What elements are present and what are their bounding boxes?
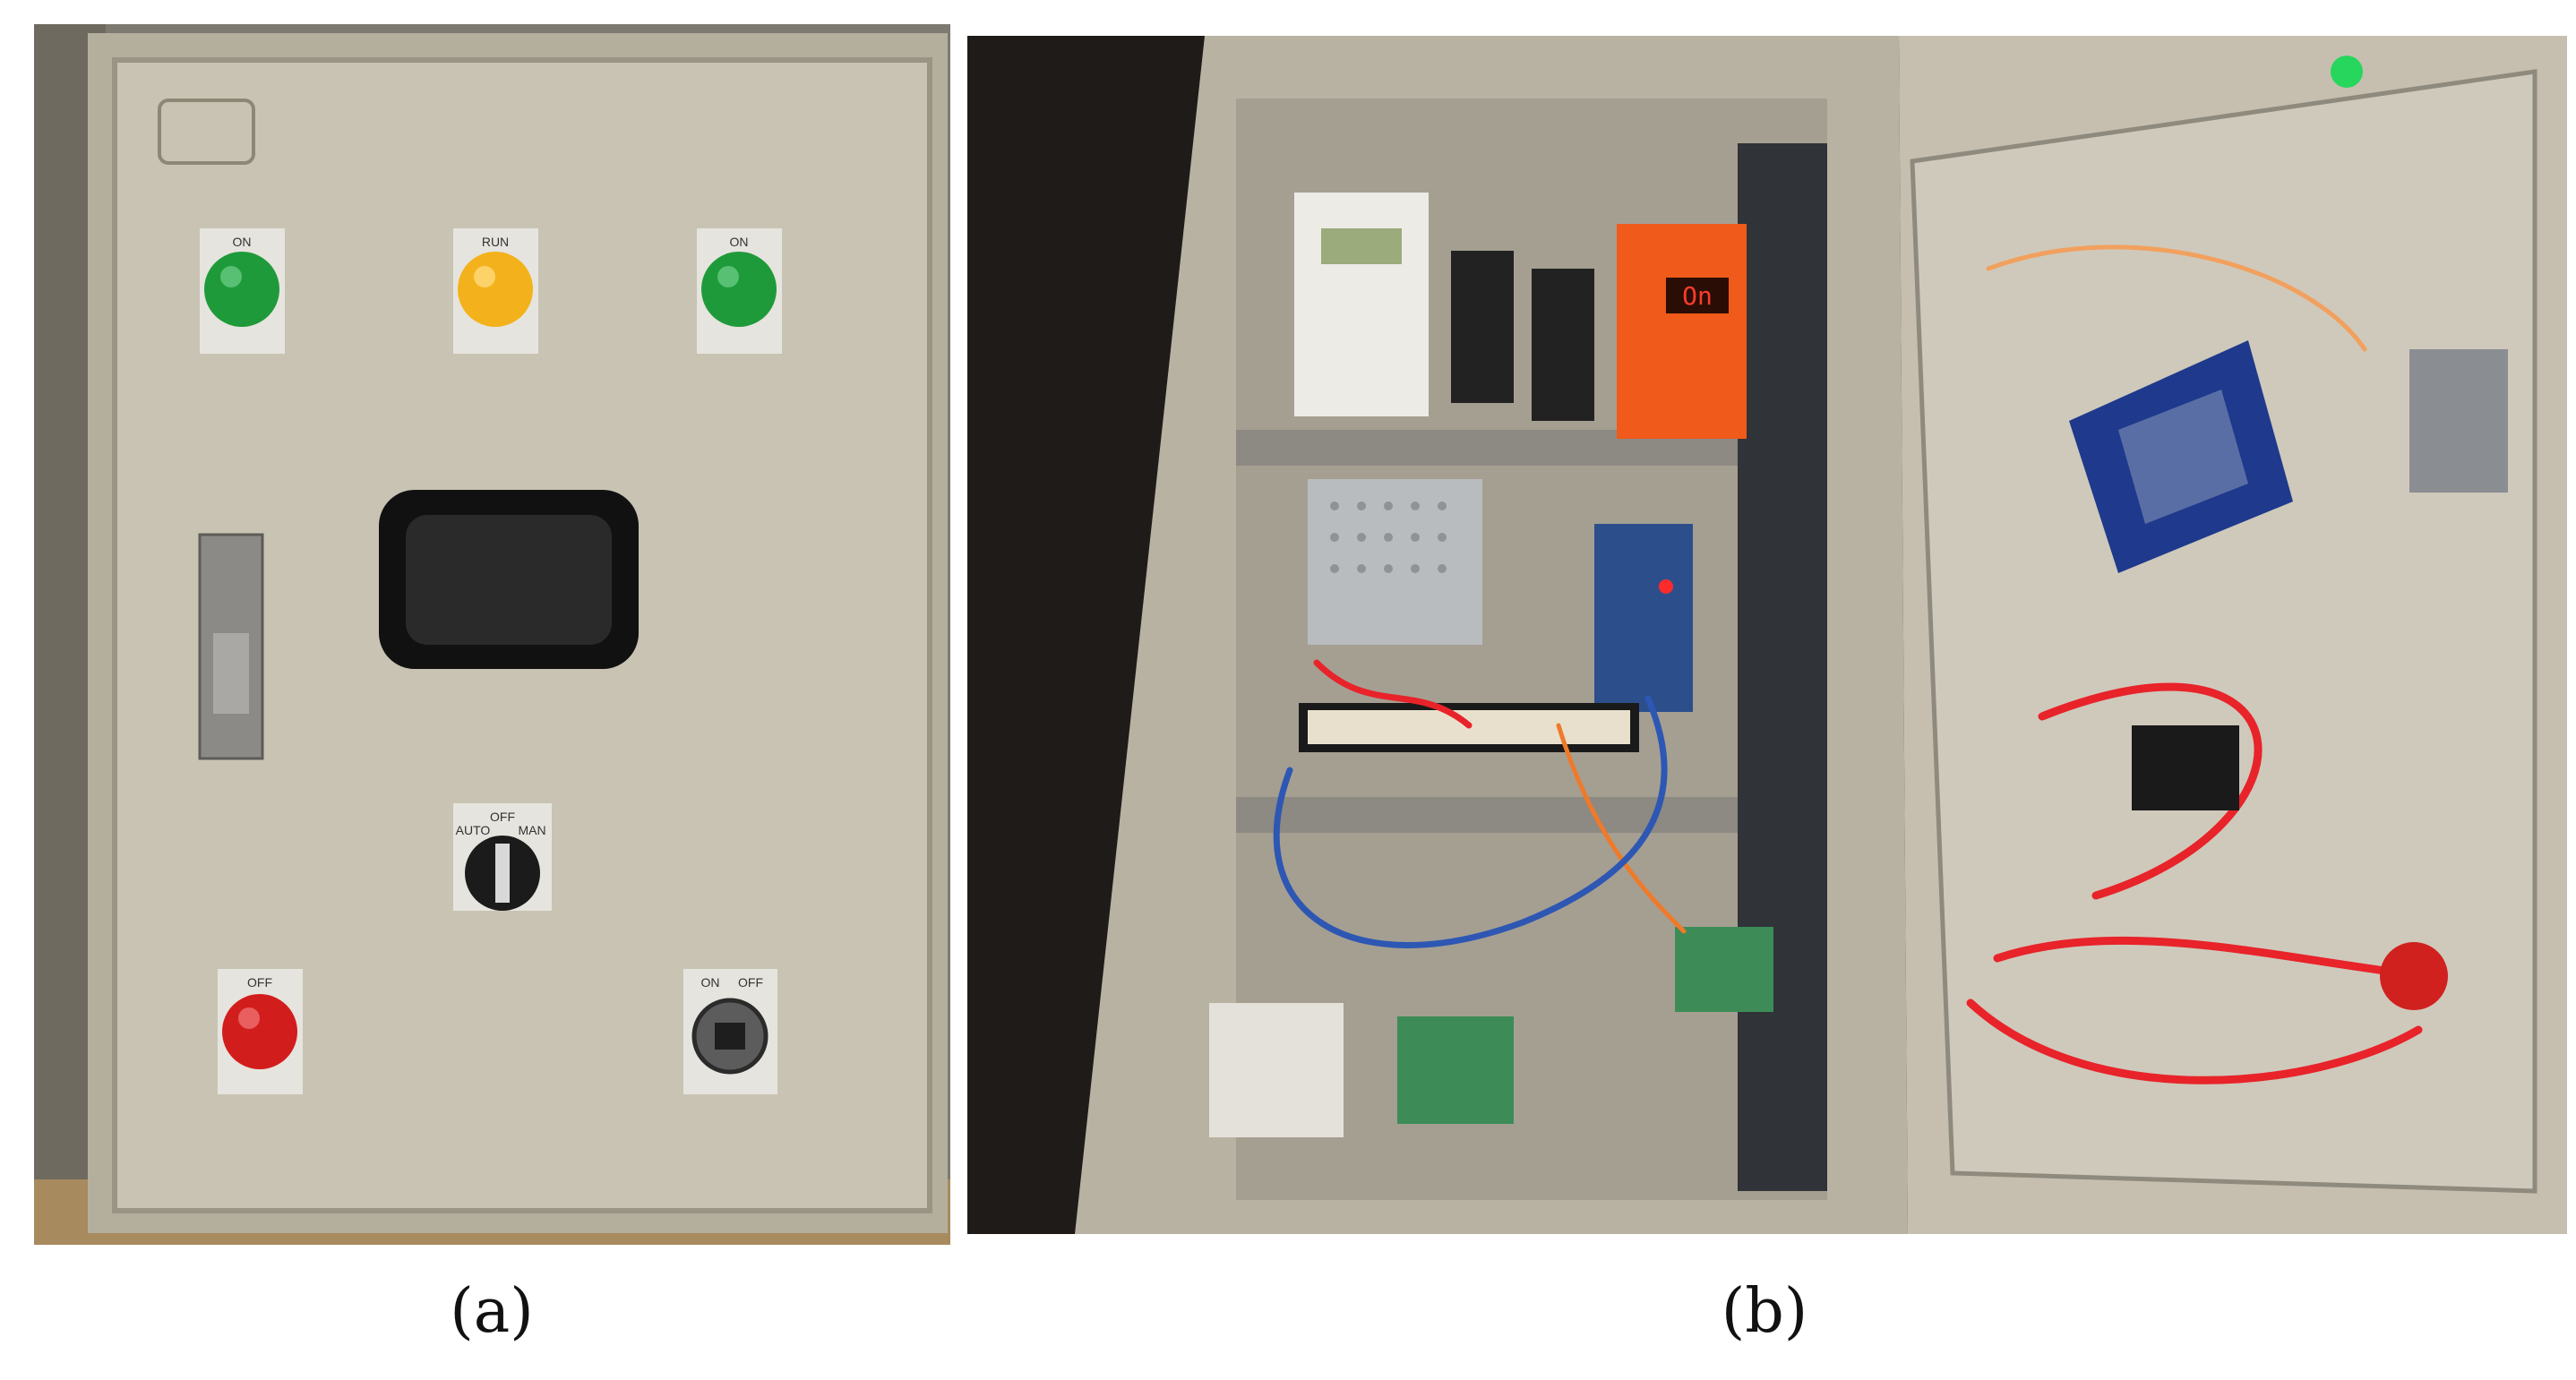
switch-on-label: ON (701, 975, 720, 990)
selector-off-label: OFF (490, 810, 515, 824)
orange-relay-module: On (1617, 224, 1747, 439)
door-latch (198, 533, 264, 760)
panel-a-caption: (a) (450, 1276, 534, 1347)
selector-man-label: MAN (518, 823, 545, 837)
brand-logo-icon (158, 99, 255, 165)
lamp-right-label: ON (730, 235, 749, 249)
relay-display-readout: On (1682, 281, 1713, 311)
lamp-middle-label: RUN (482, 235, 509, 249)
green-lamp-right: ON (697, 228, 782, 354)
controller-board (1594, 524, 1693, 712)
cabinet-interior-photo: On (967, 36, 2567, 1234)
power-supply (1308, 479, 1482, 645)
panel-b-caption: (b) (1721, 1276, 1808, 1347)
amber-lamp-middle: RUN (453, 228, 538, 354)
selector-auto-label: AUTO (456, 823, 491, 837)
on-off-key-switch: ON OFF (683, 969, 777, 1094)
green-lamp-left: ON (200, 228, 285, 354)
button-off-label: OFF (247, 975, 272, 990)
auto-off-man-selector: AUTO OFF MAN (453, 803, 552, 911)
lamp-left-label: ON (233, 235, 252, 249)
cabinet-front-photo: ON RUN ON AUTO OFF (34, 24, 950, 1245)
red-off-button: OFF (218, 969, 303, 1094)
switch-off-label: OFF (738, 975, 763, 990)
display-window (379, 490, 639, 669)
digital-timer-module (1294, 193, 1429, 416)
door-lcd-panel (2069, 340, 2293, 573)
